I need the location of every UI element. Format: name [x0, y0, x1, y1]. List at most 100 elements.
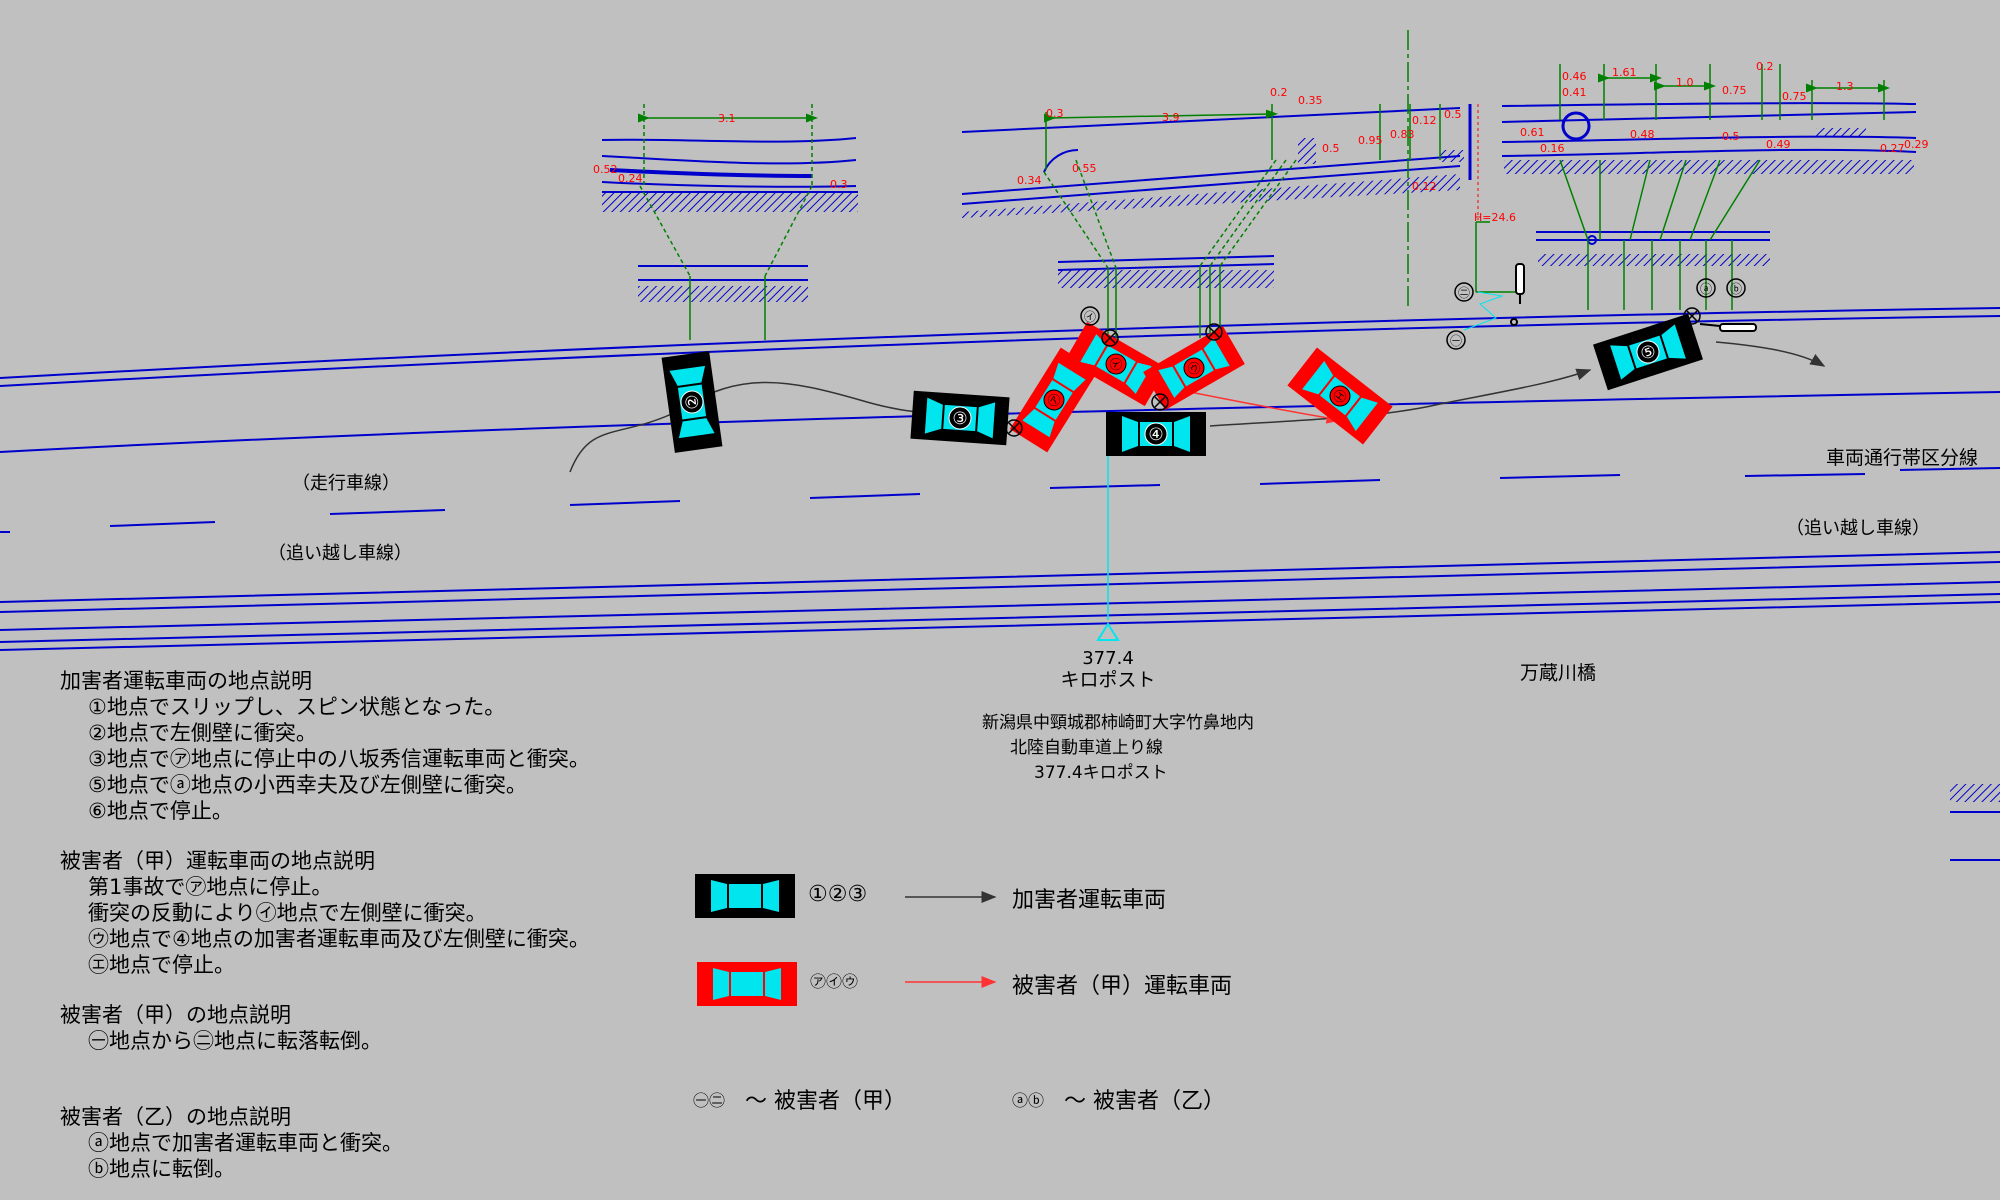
note-item: 第1事故で㋐地点に停止。	[88, 875, 333, 899]
svg-text:④: ④	[1148, 425, 1163, 445]
note-item: ①地点でスリップし、スピン状態となった。	[88, 695, 506, 719]
svg-text:0.95: 0.95	[1358, 134, 1383, 147]
svg-text:0.5: 0.5	[1444, 108, 1462, 121]
note-item: ㋓地点で停止。	[88, 953, 235, 977]
kilopost-label: キロポスト	[1060, 669, 1155, 691]
note-item: 衝突の反動により㋑地点で左側壁に衝突。	[88, 901, 487, 925]
svg-text:0.12: 0.12	[1412, 180, 1437, 193]
svg-text:0.24: 0.24	[618, 172, 643, 185]
svg-text:0.2: 0.2	[1756, 60, 1774, 73]
note-item: ㋒地点で④地点の加害者運転車両及び左側壁に衝突。	[88, 927, 590, 951]
svg-text:0.3: 0.3	[830, 178, 848, 191]
note-heading: 加害者運転車両の地点説明	[60, 669, 312, 693]
vehicle-offender-4: ④	[1106, 412, 1206, 456]
svg-text:0.12: 0.12	[1412, 114, 1437, 127]
vehicle-offender-5: ⑤	[1593, 313, 1703, 391]
legend-offender-label: 加害者運転車両	[1012, 888, 1167, 913]
legend-offender-icon	[695, 874, 795, 918]
svg-text:0.46: 0.46	[1562, 70, 1587, 83]
legend-victim-icon	[697, 962, 797, 1006]
lane-passing-left-label: （追い越し車線）	[268, 543, 412, 564]
victim-a-leader	[1463, 291, 1504, 331]
vehicle-offender-2: ②	[661, 351, 723, 453]
svg-text:3.1: 3.1	[718, 112, 736, 125]
svg-text:1.61: 1.61	[1612, 66, 1637, 79]
svg-text:0.34: 0.34	[1017, 174, 1042, 187]
svg-text:0.16: 0.16	[1540, 142, 1565, 155]
note-item: ⓐ地点で加害者運転車両と衝突。	[88, 1131, 403, 1155]
svg-text:0.55: 0.55	[1072, 162, 1097, 175]
bridge-label: 万蔵川橋	[1520, 662, 1596, 684]
svg-text:0.27: 0.27	[1880, 142, 1905, 155]
svg-text:⑤: ⑤	[1638, 341, 1659, 365]
svg-text:0.61: 0.61	[1520, 126, 1545, 139]
legend-victim-label: 被害者（甲）運転車両	[1012, 974, 1233, 999]
note-item: ⑥地点で停止。	[88, 799, 233, 823]
svg-text:0.49: 0.49	[1766, 138, 1791, 151]
zone-divider-label: 車両通行帯区分線	[1826, 447, 1978, 469]
note-item: ③地点で㋐地点に停止中の八坂秀信運転車両と衝突。	[88, 747, 590, 771]
lane-travel-label: （走行車線）	[292, 473, 400, 494]
svg-text:㋑: ㋑	[1084, 310, 1096, 324]
lane-passing-right-label: （追い越し車線）	[1786, 518, 1930, 539]
vehicle-label: ②	[682, 393, 704, 411]
note-item: ㊀地点から㊁地点に転落転倒。	[88, 1029, 382, 1053]
vehicle-offender-3: ③	[910, 390, 1010, 446]
svg-text:0.83: 0.83	[1390, 128, 1415, 141]
svg-text:㋒: ㋒	[1185, 360, 1204, 379]
legend-person-a: ㊀㊁〜 被害者（甲）	[693, 1089, 907, 1114]
point-descriptions: 加害者運転車両の地点説明 ①地点でスリップし、スピン状態となった。 ②地点で左側…	[60, 668, 760, 1182]
legend-offender-ids: ①②③	[808, 882, 868, 907]
wall-hatch-edge	[1950, 784, 2000, 802]
person-b-figure	[1699, 323, 1757, 332]
svg-text:0.29: 0.29	[1904, 138, 1929, 151]
cross-section-1: 3.1 0.52 0.24 0.3	[593, 104, 858, 340]
note-item: ⑤地点でⓐ地点の小西幸夫及び左側壁に衝突。	[88, 773, 527, 797]
kilopost-triangle	[1096, 622, 1120, 641]
svg-text:0.52: 0.52	[593, 163, 618, 176]
svg-text:H=24.6: H=24.6	[1474, 211, 1516, 224]
svg-text:0.75: 0.75	[1782, 90, 1807, 103]
svg-text:㋑: ㋑	[1106, 356, 1125, 375]
location-line-2: 北陸自動車道上り線	[1010, 738, 1163, 758]
kilopost-value: 377.4	[1082, 648, 1134, 669]
svg-text:1.0: 1.0	[1676, 76, 1694, 89]
svg-text:㊀: ㊀	[1450, 334, 1462, 348]
point-markers: ㋑ ㊁ ㊀ ⓐ ⓑ	[1080, 278, 1746, 350]
note-item: ⓑ地点に転倒。	[88, 1157, 235, 1181]
svg-text:0.3: 0.3	[1046, 107, 1064, 120]
note-heading: 被害者（甲）運転車両の地点説明	[60, 849, 375, 873]
impact-markers	[1005, 307, 1701, 437]
victim-path	[1179, 389, 1342, 424]
offender-path	[569, 381, 957, 473]
vehicle-victim-a: ㋐	[1009, 347, 1099, 453]
vehicle-victim-u: ㋒	[1143, 325, 1245, 411]
offender-path-3	[1715, 341, 1826, 367]
cross-section-3: 0.46 0.41 1.61 1.0 0.75 0.2 0.75 1.3 0.6…	[1501, 60, 1929, 310]
svg-text:0.35: 0.35	[1298, 94, 1323, 107]
note-heading: 被害者（甲）の地点説明	[60, 1003, 291, 1027]
svg-text:0.48: 0.48	[1630, 128, 1655, 141]
svg-text:㊁: ㊁	[1458, 286, 1470, 300]
svg-text:1.3: 1.3	[1836, 80, 1854, 93]
location-line-1: 新潟県中頸城郡柿崎町大字竹鼻地内	[982, 713, 1254, 733]
person-a-figure	[1510, 263, 1525, 326]
svg-text:ⓑ: ⓑ	[1730, 282, 1742, 296]
svg-text:0.2: 0.2	[1270, 86, 1288, 99]
svg-text:0.5: 0.5	[1722, 130, 1740, 143]
lane-divider-dashes	[0, 467, 2000, 533]
legend-victim-ids: ㋐㋑㋒	[810, 972, 859, 991]
svg-text:ⓐ: ⓐ	[1700, 282, 1712, 296]
location-line-3: 377.4キロポスト	[1034, 763, 1168, 783]
svg-text:0.5: 0.5	[1322, 142, 1340, 155]
note-item: ②地点で左側壁に衝突。	[88, 721, 317, 745]
vehicle-victim-i: ㋑	[1065, 321, 1167, 407]
svg-text:0.75: 0.75	[1722, 84, 1747, 97]
svg-text:0.41: 0.41	[1562, 86, 1587, 99]
offender-path-2	[1209, 368, 1592, 427]
svg-text:3.9: 3.9	[1162, 111, 1180, 124]
note-heading: 被害者（乙）の地点説明	[60, 1105, 291, 1129]
legend-person-b: ⓐⓑ〜 被害者（乙）	[1012, 1089, 1226, 1114]
